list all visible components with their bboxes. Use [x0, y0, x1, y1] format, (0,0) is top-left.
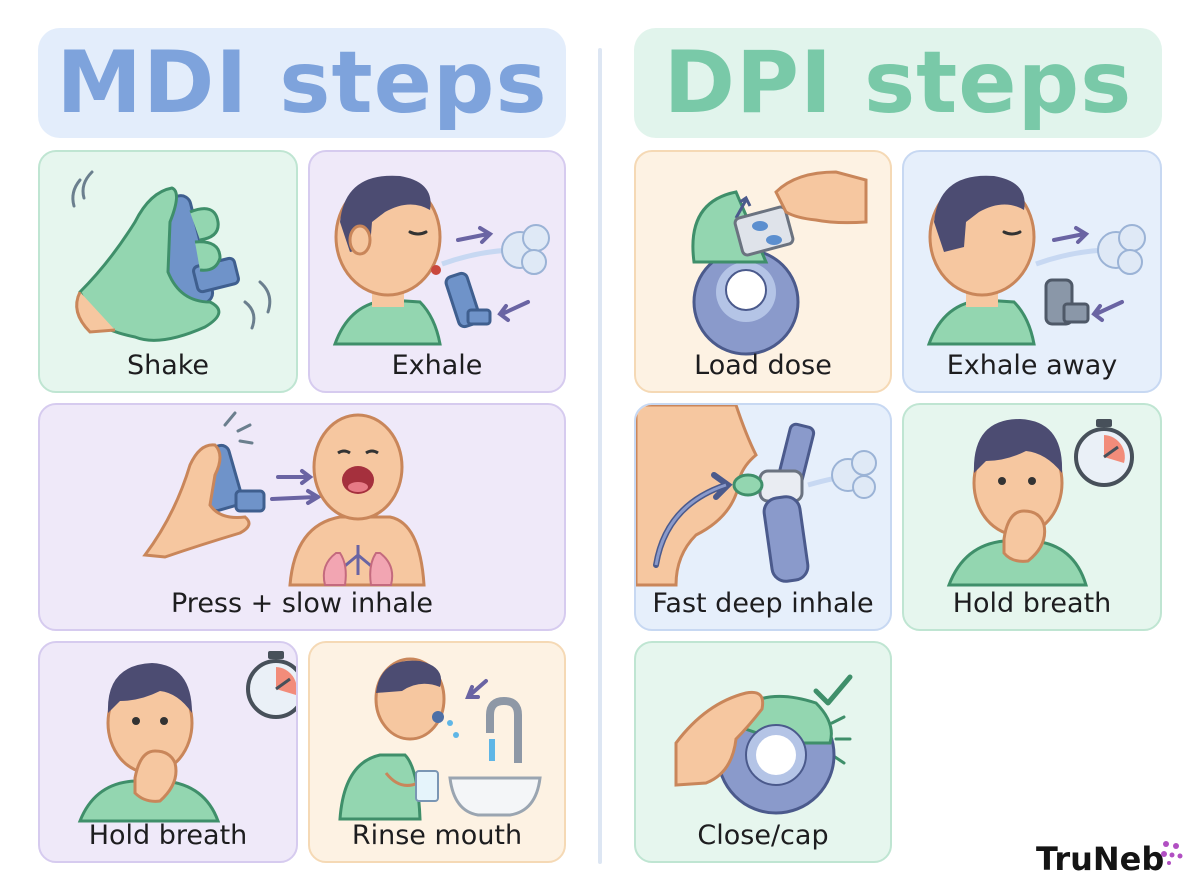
hold-breath-person-icon [77, 651, 296, 823]
mdi-step-rinse-mouth-card: Rinse mouth [308, 641, 566, 863]
column-divider [598, 48, 602, 864]
step-label: Fast deep inhale [652, 588, 874, 619]
step-label: Rinse mouth [351, 820, 523, 851]
step-label: Load dose [694, 350, 832, 381]
exhale-person-icon [332, 175, 550, 346]
mdi-step-press-inhale-card: Press + slow inhale [38, 403, 566, 631]
dpi-step-fast-inhale-card: Fast deep inhale [634, 403, 892, 631]
dpi-title: DPI steps [663, 33, 1133, 133]
mdi-step-hold-breath-card: Hold breath [38, 641, 298, 863]
brand-logo: TruNeb [1036, 840, 1165, 878]
load-dose-capsule-icon [691, 170, 868, 356]
dpi-step-hold-breath-card: Hold breath [902, 403, 1162, 631]
mdi-step-shake-card: Shake [38, 150, 298, 393]
brand-dots-icon [1161, 841, 1183, 865]
dpi-step-exhale-away-card: Exhale away [902, 150, 1162, 393]
step-label: Press + slow inhale [171, 588, 433, 619]
exhale-away-person-icon [926, 175, 1146, 346]
mdi-section-header: MDI steps [38, 28, 566, 138]
close-cap-device-icon [674, 674, 853, 815]
step-label: Shake [126, 350, 210, 381]
step-label: Hold breath [88, 820, 248, 851]
step-label: Exhale [391, 350, 483, 381]
fast-inhale-device-icon [636, 405, 877, 587]
mdi-title: MDI steps [56, 33, 548, 133]
dpi-step-close-cap-card: Close/cap [634, 641, 892, 863]
shake-hand-inhaler-icon [71, 170, 272, 342]
step-label: Hold breath [952, 588, 1112, 619]
dpi-section-header: DPI steps [634, 28, 1162, 138]
hold-breath-timer-icon [946, 419, 1134, 587]
step-label: Close/cap [697, 820, 829, 851]
mdi-step-exhale-card: Exhale [308, 150, 566, 393]
rinse-mouth-sink-icon [338, 657, 542, 821]
step-label: Exhale away [946, 350, 1118, 381]
press-inhale-lungs-icon [142, 411, 426, 587]
dpi-step-load-dose-card: Load dose [634, 150, 892, 393]
